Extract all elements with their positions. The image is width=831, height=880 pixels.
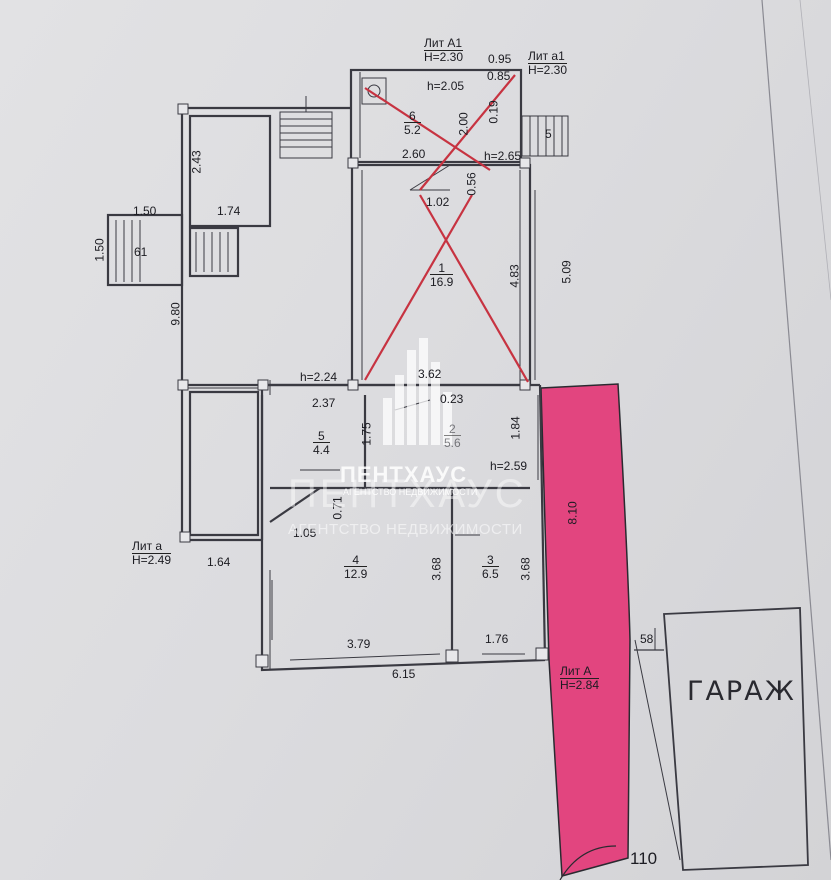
dim-019: 0.19 [486,100,501,124]
dim-110: 110 [630,849,658,868]
room-5: 5 4.4 [313,430,330,456]
dim-150-left: 1.50 [92,238,107,262]
highlighted-area [540,383,631,877]
garage-outline [663,607,809,871]
dim-023: 0.23 [440,392,464,406]
dim-164: 1.64 [207,555,231,569]
lit-a-left-height: Н=2.49 [132,552,172,567]
dim-095: 0.95 [488,52,512,66]
lit-a1-label: Лит А1 Н=2.30 [424,36,464,64]
stairs-left [115,220,229,282]
room-4: 4 12.9 [344,553,368,581]
room-4-area: 12.9 [344,566,368,581]
dim-176: 1.76 [485,632,509,646]
ceiling-height-265: h=2.65 [484,149,522,163]
room-2: 2 5.6 [444,423,461,449]
dim-056: 0.56 [464,172,479,196]
dim-150-top: 1.50 [133,204,157,218]
room-3: 3 6.5 [482,554,499,580]
dim-260: 2.60 [402,147,426,161]
dim-368-right: 3.68 [518,557,533,581]
dim-379: 3.79 [347,637,371,651]
dim-362: 3.62 [418,367,442,381]
ceiling-height-205: h=2.05 [427,79,465,93]
room-6-number: 6 [409,109,416,123]
stairs-right [521,115,569,157]
garage-label: ГАРАЖ [687,676,796,707]
sheet-edge-line [799,0,831,301]
stair-mark-61: 61 [134,245,148,259]
watermark-name: ПЕНТХАУС [340,462,468,487]
dim-810: 8.10 [565,501,580,525]
watermark-name-large: ПЕНТХАУС [288,472,527,516]
lit-a1-small-height: Н=2.30 [528,62,568,77]
dim-102: 1.02 [426,195,450,209]
lit-a1-title: Лит А1 [424,36,464,51]
dim-615: 6.15 [392,667,416,681]
dim-175: 1.75 [359,422,374,446]
lit-a-main-label: Лит А Н=2.84 [560,665,600,692]
room-6: 6 5.2 [404,110,421,136]
columns [177,103,549,668]
dim-509: 5.09 [559,260,574,284]
room-2-area: 5.6 [444,435,461,450]
stairs-top [279,96,333,159]
watermark-logo [383,338,452,445]
room-2-number: 2 [449,422,456,436]
watermark-subtitle-large: АГЕНТСТВО НЕДВИЖИМОСТИ [288,521,523,538]
sheet-border-line [761,0,831,861]
room-1: 1 16.9 [430,261,454,289]
dim-483: 4.83 [507,264,522,288]
lit-a-main-height: Н=2.84 [560,677,600,692]
lit-a-left-title: Лит а [132,540,172,554]
dim-085: 0.85 [487,69,511,83]
room-5-number: 5 [318,429,325,443]
room-5-area: 4.4 [313,442,330,457]
corner-arc [559,845,617,880]
dim-105: 1.05 [293,526,317,540]
dim-980: 9.80 [168,302,183,326]
ceiling-height-224: h=2.24 [300,370,338,384]
room-6-area: 5.2 [404,122,421,137]
watermark-subtitle: АГЕНТСТВО НЕДВИЖИМОСТИ [343,487,478,497]
room-3-number: 3 [487,553,494,567]
lit-a-main-title: Лит А [560,665,600,679]
room-4-number: 4 [352,553,360,567]
dim-58: 58 [640,632,654,646]
stair-mark-5: 5 [545,127,552,141]
secondary-lines [185,72,539,670]
lit-a1-small-title: Лит а1 [528,50,568,64]
dim-237: 2.37 [312,396,336,410]
lit-a1-height: Н=2.30 [424,49,464,64]
dim-174: 1.74 [217,204,241,218]
lit-a1-small-label: Лит а1 Н=2.30 [528,50,568,77]
dim-200: 2.00 [456,112,471,136]
room-3-area: 6.5 [482,566,499,581]
dim-243: 2.43 [189,150,204,174]
dim-368-left: 3.68 [429,557,444,581]
ceiling-height-259: h=2.59 [490,459,528,473]
lit-a-left-label: Лит а Н=2.49 [132,540,172,567]
room-1-area: 16.9 [430,274,454,289]
demolition-cross [364,74,529,383]
dim-184: 1.84 [508,416,523,440]
toilet-fixture [361,77,387,105]
room-1-number: 1 [438,261,446,275]
garage-diagonal-line [634,639,681,861]
